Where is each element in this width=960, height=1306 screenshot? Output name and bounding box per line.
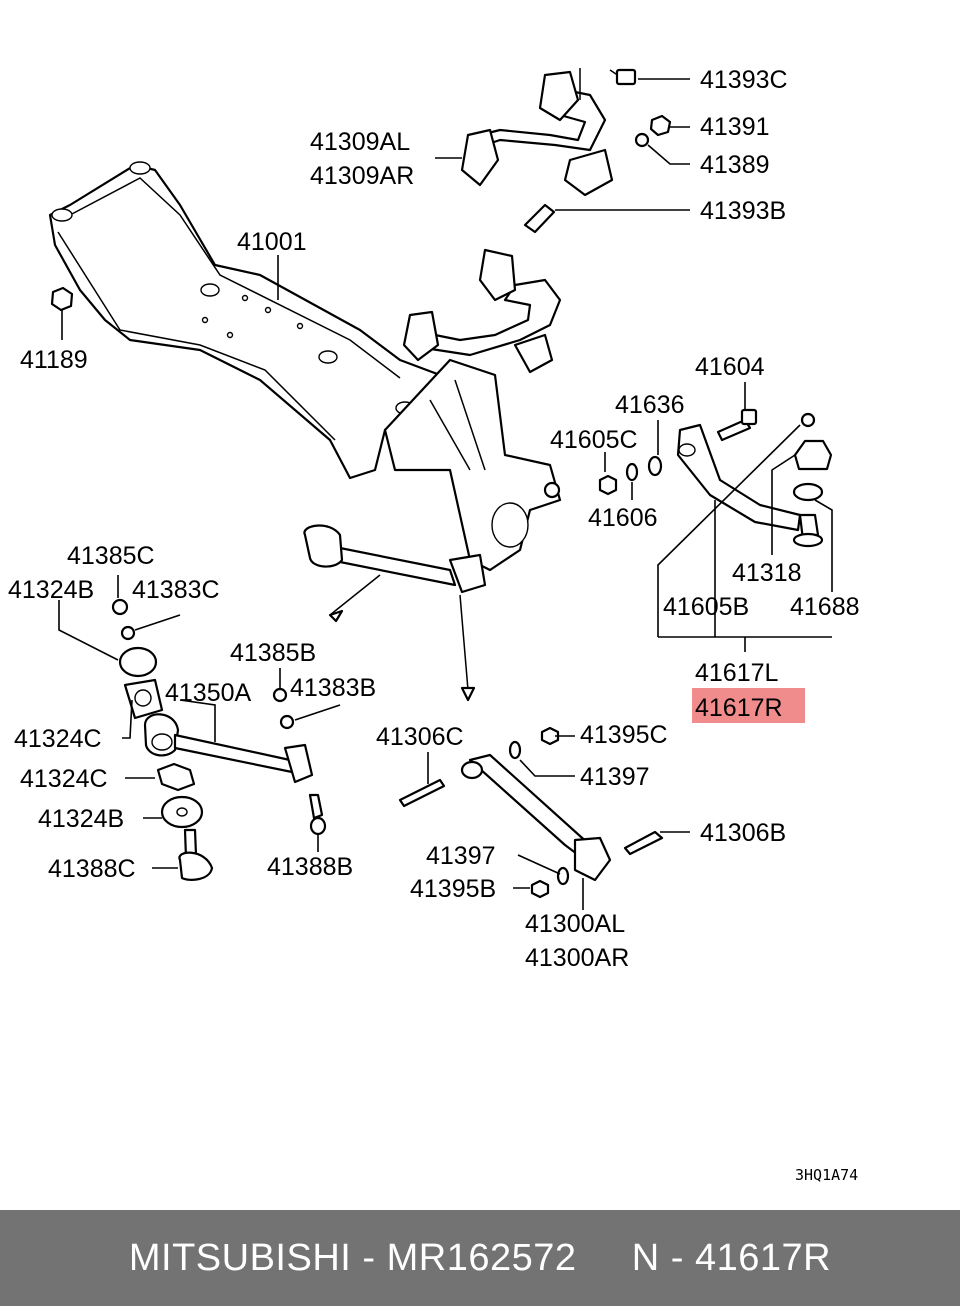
label-41605B: 41605B bbox=[663, 593, 749, 621]
label-41306B: 41306B bbox=[700, 819, 786, 847]
label-41383C: 41383C bbox=[132, 576, 220, 604]
label-41306C: 41306C bbox=[376, 723, 464, 751]
label-41393B: 41393B bbox=[700, 197, 786, 225]
label-41391: 41391 bbox=[700, 113, 770, 141]
label-41300AR: 41300AR bbox=[525, 944, 629, 972]
label-41324C-bottom: 41324C bbox=[20, 765, 108, 793]
lower-arm-middle bbox=[303, 524, 487, 702]
label-41617L: 41617L bbox=[695, 659, 779, 687]
label-41309AR: 41309AR bbox=[310, 162, 414, 190]
label-41388C: 41388C bbox=[48, 855, 136, 883]
label-41324B-bottom: 41324B bbox=[38, 805, 124, 833]
label-41318: 41318 bbox=[732, 559, 802, 587]
crossmember bbox=[48, 161, 472, 480]
stabilizer-bar-middle bbox=[402, 248, 562, 374]
label-41397-top: 41397 bbox=[580, 763, 650, 791]
knuckle-hub bbox=[383, 358, 562, 572]
label-41388B: 41388B bbox=[267, 853, 353, 881]
label-41385C: 41385C bbox=[67, 542, 155, 570]
label-41395C: 41395C bbox=[580, 721, 668, 749]
label-41300AL: 41300AL bbox=[525, 910, 625, 938]
footer-bar: MITSUBISHI - MR162572 N - 41617R bbox=[0, 1210, 960, 1306]
highlight-box bbox=[692, 688, 805, 723]
leader-lines bbox=[58, 78, 833, 910]
label-41189: 41189 bbox=[20, 346, 88, 374]
diagram-code: 3HQ1A74 bbox=[795, 1166, 858, 1184]
label-41001: 41001 bbox=[237, 228, 307, 256]
upper-arm-41617 bbox=[598, 408, 833, 548]
label-41324C-top: 41324C bbox=[14, 725, 102, 753]
label-41604: 41604 bbox=[695, 353, 765, 381]
label-41389: 41389 bbox=[700, 151, 770, 179]
footer-part-number: MITSUBISHI - MR162572 N - 41617R bbox=[128, 1236, 832, 1279]
label-41617R: 41617R bbox=[695, 694, 783, 722]
label-41309AL: 41309AL bbox=[310, 128, 410, 156]
lower-arm-41300 bbox=[398, 726, 664, 899]
label-41636: 41636 bbox=[615, 391, 685, 419]
label-41688: 41688 bbox=[790, 593, 860, 621]
label-41383B: 41383B bbox=[290, 674, 376, 702]
label-41393C: 41393C bbox=[700, 66, 788, 94]
parts-diagram: 41393C 41391 41389 41309AL 41309AR 41393… bbox=[8, 66, 860, 1184]
label-41385B: 41385B bbox=[230, 639, 316, 667]
label-41395B: 41395B bbox=[410, 875, 496, 903]
stabilizer-bar-top bbox=[460, 68, 672, 234]
label-41606: 41606 bbox=[588, 504, 658, 532]
lateral-arm-left bbox=[111, 598, 327, 881]
label-41605C: 41605C bbox=[550, 426, 638, 454]
label-41350A: 41350A bbox=[165, 679, 252, 707]
part-labels: 41393C 41391 41389 41309AL 41309AR 41393… bbox=[8, 66, 860, 1184]
label-41397-bottom: 41397 bbox=[426, 842, 496, 870]
label-41324B-top: 41324B bbox=[8, 576, 94, 604]
